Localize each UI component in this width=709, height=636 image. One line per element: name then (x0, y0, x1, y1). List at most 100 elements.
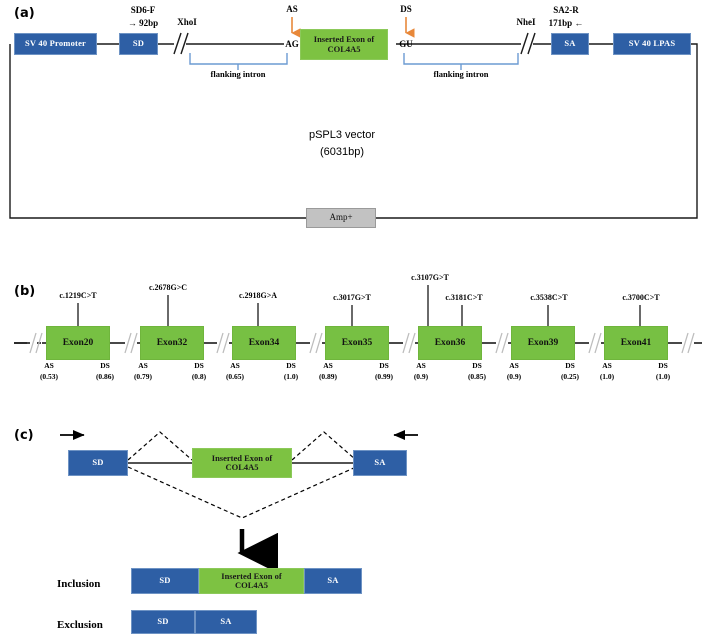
exon-label-exon34: Exon34 (248, 337, 280, 348)
inclusion-sd-box: SD (131, 568, 199, 594)
as-score-exon35: (0.89) (318, 372, 338, 381)
sa-label-panel-c: SA (374, 457, 386, 468)
inclusion-exon-line2: COL4A5 (234, 580, 269, 590)
exon-label-exon41: Exon41 (620, 337, 652, 348)
inserted-exon-box-panel-a: Inserted Exon of COL4A5 (300, 29, 388, 60)
exclusion-label: Exclusion (57, 619, 103, 631)
exon-box-exon39: Exon39 (511, 326, 575, 360)
amp-label: Amp+ (329, 212, 353, 223)
ds-score-exon35: (0.99) (374, 372, 394, 381)
as-score-exon20: (0.53) (39, 372, 59, 381)
exon-label-exon35: Exon35 (341, 337, 373, 348)
panel-b-mutation-stems (77, 285, 641, 330)
sv40-lpas-label: SV 40 LPAS (628, 38, 676, 49)
sa-label-panel-a: SA (564, 38, 576, 49)
as-label-exon34: AS (230, 361, 240, 370)
mutation-label-exon34-0: c.2918G>A (238, 291, 278, 300)
sv40-promoter-box: SV 40 Promoter (14, 33, 97, 55)
ds-score-exon34: (1.0) (283, 372, 299, 381)
as-label-exon39: AS (509, 361, 519, 370)
vector-name-label: pSPL3 vector (308, 129, 376, 141)
inclusion-exon-line1: Inserted Exon of (221, 570, 282, 581)
as-label-exon32: AS (138, 361, 148, 370)
ds-score-exon36: (0.85) (467, 372, 487, 381)
as-label-exon41: AS (602, 361, 612, 370)
panel-a-flanking-brackets (189, 53, 519, 70)
exon-label-exon20: Exon20 (62, 337, 94, 348)
ds-label-exon39: DS (565, 361, 575, 370)
exon-label-exon36: Exon36 (434, 337, 466, 348)
exclusion-sa-label: SA (220, 616, 232, 627)
exon-box-exon20: Exon20 (46, 326, 110, 360)
inclusion-sd-label: SD (159, 575, 171, 586)
exclusion-sd-box: SD (131, 610, 195, 634)
inserted-exon-panel-c-line2: COL4A5 (225, 462, 259, 472)
nhei-site-label: NheI (516, 17, 536, 27)
inclusion-exon-box: Inserted Exon of COL4A5 (199, 568, 304, 594)
mutation-label-exon32-0: c.2678G>C (148, 283, 188, 292)
ds-label-exon20: DS (100, 361, 110, 370)
sv40-lpas-box: SV 40 LPAS (613, 33, 691, 55)
sa-box-panel-a: SA (551, 33, 589, 55)
exon-box-exon36: Exon36 (418, 326, 482, 360)
exclusion-sa-box: SA (195, 610, 257, 634)
sd-label-panel-a: SD (132, 38, 145, 49)
ds-label-exon34: DS (286, 361, 296, 370)
exon-box-exon35: Exon35 (325, 326, 389, 360)
inserted-exon-box-panel-c: Inserted Exon of COL4A5 (192, 448, 292, 478)
exon-label-exon39: Exon39 (527, 337, 559, 348)
sd-label-panel-c: SD (92, 457, 104, 468)
exon-box-exon34: Exon34 (232, 326, 296, 360)
sa-box-panel-c: SA (353, 450, 407, 476)
donor-site-label: DS (400, 4, 412, 14)
inclusion-sa-label: SA (327, 575, 339, 586)
sv40-promoter-label: SV 40 Promoter (24, 38, 87, 49)
mutation-label-exon35-0: c.3017G>T (333, 293, 371, 302)
exon-box-exon41: Exon41 (604, 326, 668, 360)
inserted-exon-panel-c-line1: Inserted Exon of (211, 452, 273, 463)
panel-a-letter: (a) (14, 6, 35, 21)
flanking-intron-left-label: flanking intron (210, 69, 266, 79)
as-score-exon36: (0.9) (413, 372, 429, 381)
ds-score-exon20: (0.86) (95, 372, 115, 381)
panel-a-splice-arrows (291, 17, 415, 38)
inclusion-label: Inclusion (57, 578, 101, 590)
mutation-label-exon41-0: c.3700C>T (622, 293, 660, 302)
inserted-exon-line2: COL4A5 (327, 43, 361, 54)
panel-a-plasmid-loop (9, 43, 698, 219)
reverse-primer-name: SA2-R (553, 5, 579, 15)
acceptor-site-sequence: AG (285, 39, 299, 49)
ds-score-exon39: (0.25) (560, 372, 580, 381)
flanking-intron-right-label: flanking intron (433, 69, 489, 79)
amp-resistance-box: Amp+ (306, 208, 376, 228)
sd-box-panel-c: SD (68, 450, 128, 476)
as-score-exon39: (0.9) (506, 372, 522, 381)
donor-site-sequence: GU (399, 39, 413, 49)
panel-b-break-marks (29, 332, 695, 354)
panel-a-break-marks (173, 32, 536, 55)
sd-box-panel-a: SD (119, 33, 158, 55)
xhoi-site-label: XhoI (177, 17, 197, 27)
reverse-primer-distance: 171bp ← (548, 18, 584, 28)
mutation-label-exon20-0: c.1219C>T (59, 291, 97, 300)
as-score-exon34: (0.65) (225, 372, 245, 381)
exclusion-sd-label: SD (157, 616, 169, 627)
vector-size-label: (6031bp) (319, 146, 365, 158)
forward-primer-name: SD6-F (130, 5, 156, 15)
as-label-exon36: AS (416, 361, 426, 370)
as-label-exon35: AS (323, 361, 333, 370)
ds-label-exon41: DS (658, 361, 668, 370)
forward-primer-distance: → 92bp (127, 18, 159, 28)
ds-label-exon35: DS (379, 361, 389, 370)
exon-box-exon32: Exon32 (140, 326, 204, 360)
inserted-exon-line1: Inserted Exon of (313, 34, 375, 45)
panel-c-letter: (c) (14, 428, 34, 443)
ds-score-exon32: (0.8) (191, 372, 207, 381)
ds-label-exon36: DS (472, 361, 482, 370)
as-score-exon32: (0.79) (133, 372, 153, 381)
exon-label-exon32: Exon32 (156, 337, 188, 348)
ds-score-exon41: (1.0) (655, 372, 671, 381)
inclusion-sa-box: SA (304, 568, 362, 594)
